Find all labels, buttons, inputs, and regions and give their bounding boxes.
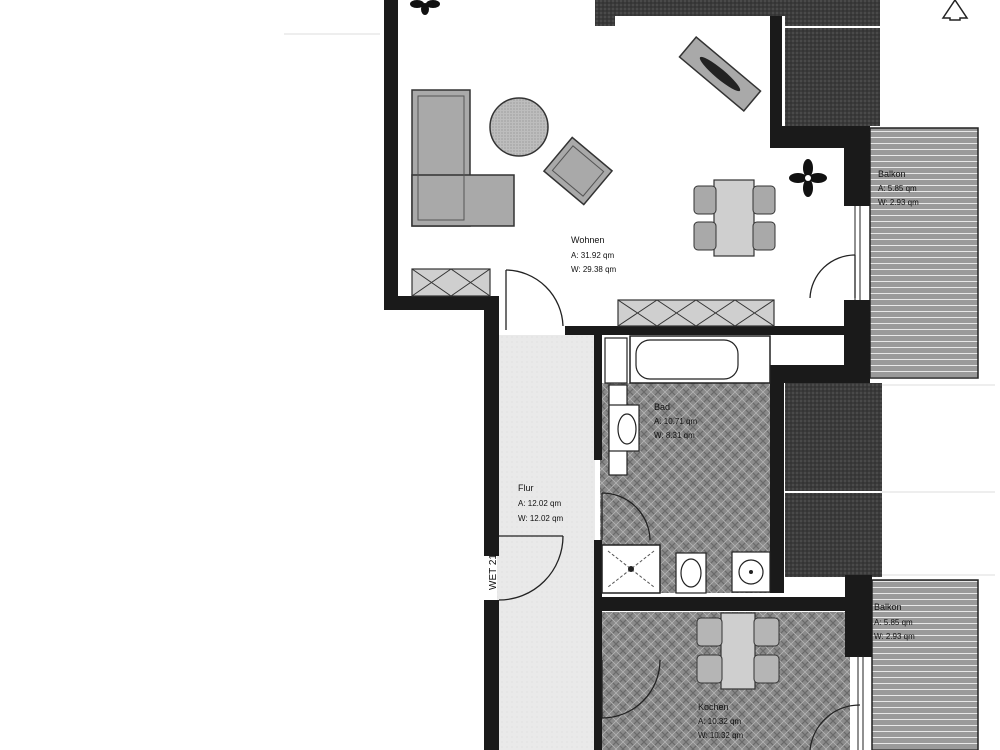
- room-name: Bad: [654, 402, 670, 412]
- washbasin: [608, 384, 640, 476]
- north-arrow-icon: [941, 0, 969, 21]
- guide-lines: [284, 33, 995, 576]
- windows: [854, 206, 864, 750]
- toilet: [675, 552, 707, 594]
- sideboard-wall: [617, 299, 775, 327]
- room-label-wohnen: Wohnen A: 31.92 qm W: 29.38 qm: [571, 235, 617, 274]
- room-area-a: A: 5.85 qm: [878, 184, 917, 193]
- room-name: Kochen: [698, 702, 729, 712]
- room-area-w: W: 10.32 qm: [698, 731, 744, 740]
- room-area-a: A: 10.32 qm: [698, 717, 741, 726]
- room-area-a: A: 31.92 qm: [571, 251, 614, 260]
- shaft-blocks: [595, 0, 882, 577]
- room-area-w: W: 29.38 qm: [571, 265, 617, 274]
- room-area-w: W: 12.02 qm: [518, 514, 564, 523]
- room-name: Balkon: [878, 169, 906, 179]
- walls: [384, 0, 872, 750]
- doors: [498, 254, 861, 750]
- tv-cabinet: [678, 35, 762, 113]
- plant-icon-top: [410, 0, 440, 15]
- sideboard-wohnen: [411, 268, 491, 297]
- round-table: [489, 97, 549, 157]
- room-name: Flur: [518, 483, 534, 493]
- dining-table-1: [693, 179, 776, 257]
- armchair: [542, 136, 614, 206]
- balkon-2-deck: [871, 579, 979, 750]
- room-area-a: A: 10.71 qm: [654, 417, 697, 426]
- room-area-a: A: 12.02 qm: [518, 499, 561, 508]
- room-area-w: W: 8.31 qm: [654, 431, 695, 440]
- sink: [731, 551, 771, 593]
- room-name: Balkon: [874, 602, 902, 612]
- room-label-balkon-1: Balkon A: 5.85 qm W: 2.93 qm: [878, 169, 919, 207]
- sofa: [411, 89, 515, 227]
- bathtub: [604, 335, 771, 384]
- plant-icon: [789, 159, 827, 197]
- room-area-w: W: 2.93 qm: [878, 198, 919, 207]
- room-name: Wohnen: [571, 235, 604, 245]
- room-label-balkon-2: Balkon A: 5.85 qm W: 2.93 qm: [874, 602, 915, 641]
- room-label-kochen: Kochen A: 10.32 qm W: 10.32 qm: [698, 702, 744, 740]
- room-area-w: W: 2.93 qm: [874, 632, 915, 641]
- shower: [601, 544, 661, 594]
- flur-floor: [497, 335, 595, 750]
- room-area-a: A: 5.85 qm: [874, 618, 913, 627]
- dining-table-2: [696, 612, 780, 690]
- room-label-bad: Bad A: 10.71 qm W: 8.31 qm: [654, 402, 697, 440]
- room-label-flur: Flur A: 12.02 qm W: 12.02 qm: [518, 483, 564, 523]
- balkon-1-deck: [869, 127, 979, 379]
- entrance-label: WET 21: [488, 554, 499, 590]
